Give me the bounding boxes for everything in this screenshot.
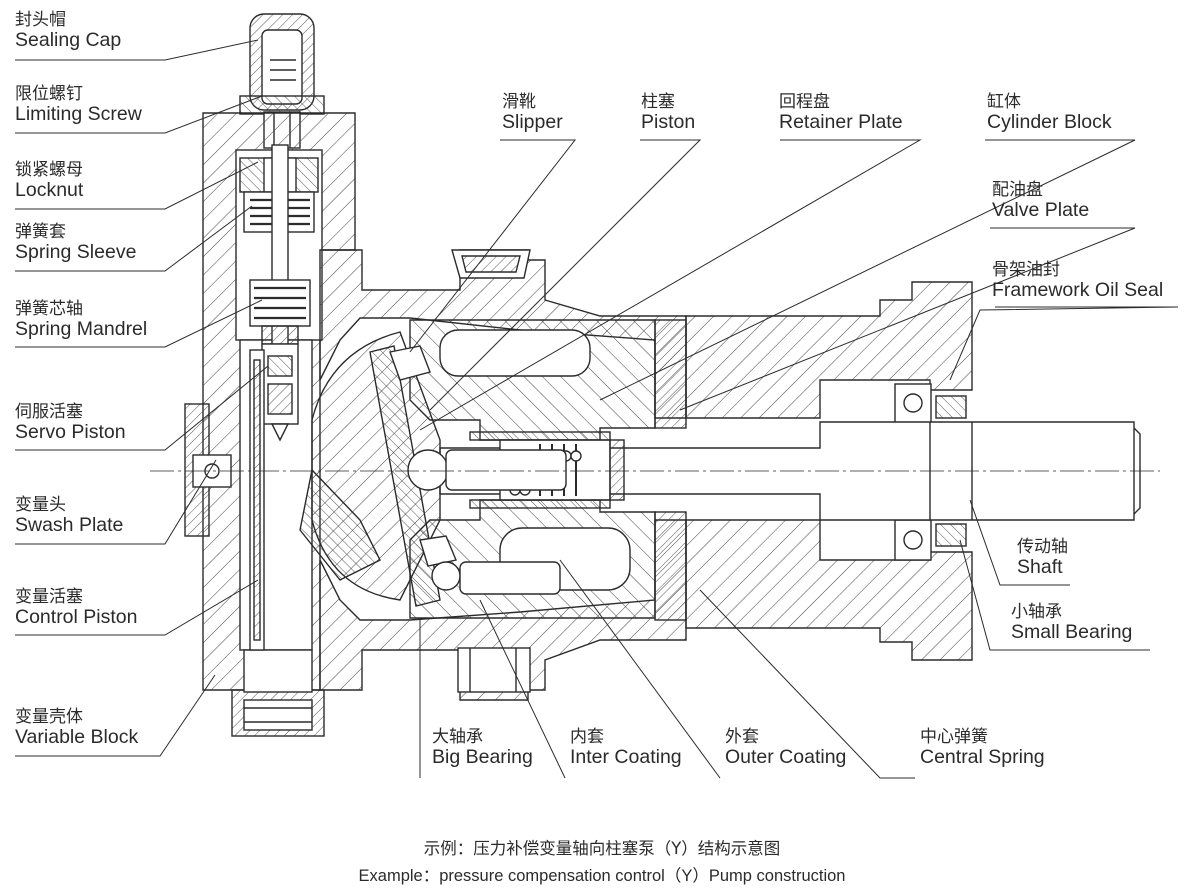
label-cylinder-block-en: Cylinder Block — [987, 111, 1112, 134]
label-servo-piston-en: Servo Piston — [15, 421, 126, 444]
label-control-piston: 变量活塞 Control Piston — [15, 587, 138, 629]
label-piston-en: Piston — [641, 111, 696, 134]
control-piston-part — [249, 349, 265, 651]
label-valve-plate-en: Valve Plate — [992, 199, 1090, 222]
servo-piston-part — [261, 343, 299, 442]
label-inter-coating: 内套 Inter Coating — [570, 727, 682, 769]
label-central-spring-zh: 中心弹簧 — [920, 727, 988, 747]
label-small-bearing: 小轴承 Small Bearing — [1011, 602, 1133, 644]
label-spring-sleeve-zh: 弹簧套 — [15, 222, 66, 242]
label-big-bearing-zh: 大轴承 — [432, 727, 483, 747]
slipper-part — [389, 345, 457, 567]
label-big-bearing: 大轴承 Big Bearing — [432, 727, 533, 769]
label-inter-coating-en: Inter Coating — [570, 746, 682, 769]
left-end-cap — [184, 403, 232, 537]
label-outer-coating-zh: 外套 — [725, 727, 759, 747]
caption-zh: 示例：压力补偿变量轴向柱塞泵（Y）结构示意图 — [423, 839, 781, 858]
inter-coating-part — [469, 431, 611, 509]
label-cylinder-block-zh: 缸体 — [987, 92, 1021, 112]
label-outer-coating: 外套 Outer Coating — [725, 727, 847, 769]
label-outer-coating-en: Outer Coating — [725, 746, 847, 769]
label-sealing-cap: 封头帽 Sealing Cap — [15, 10, 122, 52]
label-small-bearing-en: Small Bearing — [1011, 621, 1133, 644]
label-spring-mandrel-en: Spring Mandrel — [15, 318, 148, 341]
label-variable-block-zh: 变量壳体 — [15, 707, 83, 727]
label-spring-mandrel: 弹簧芯轴 Spring Mandrel — [15, 299, 148, 341]
label-variable-block-en: Variable Block — [15, 726, 139, 749]
label-piston: 柱塞 Piston — [641, 92, 696, 134]
label-sealing-cap-zh: 封头帽 — [15, 10, 66, 30]
label-retainer-plate-zh: 回程盘 — [779, 92, 830, 112]
label-swash-plate-zh: 变量头 — [15, 495, 66, 515]
label-servo-piston-zh: 伺服活塞 — [15, 402, 83, 422]
label-valve-plate: 配油盘 Valve Plate — [992, 180, 1090, 222]
label-limiting-screw-en: Limiting Screw — [15, 103, 142, 126]
label-sealing-cap-en: Sealing Cap — [15, 29, 122, 52]
label-central-spring: 中心弹簧 Central Spring — [920, 727, 1045, 769]
label-slipper-zh: 滑靴 — [502, 92, 536, 112]
label-control-piston-zh: 变量活塞 — [15, 587, 83, 607]
label-valve-plate-zh: 配油盘 — [992, 180, 1043, 200]
label-slipper-en: Slipper — [502, 111, 563, 134]
spring-mandrel-part — [249, 144, 311, 351]
label-control-piston-en: Control Piston — [15, 606, 138, 629]
caption-en: Example：pressure compensation control（Y）… — [358, 867, 846, 885]
piston-part — [407, 449, 567, 595]
label-locknut-zh: 锁紧螺母 — [15, 160, 83, 180]
label-framework-oil-seal-zh: 骨架油封 — [992, 260, 1060, 280]
label-small-bearing-zh: 小轴承 — [1011, 602, 1062, 622]
label-servo-piston: 伺服活塞 Servo Piston — [15, 402, 126, 444]
label-central-spring-en: Central Spring — [920, 746, 1045, 769]
label-retainer-plate-en: Retainer Plate — [779, 111, 903, 134]
label-piston-zh: 柱塞 — [641, 92, 675, 112]
label-spring-mandrel-zh: 弹簧芯轴 — [15, 299, 83, 319]
label-framework-oil-seal-en: Framework Oil Seal — [992, 279, 1164, 302]
label-slipper: 滑靴 Slipper — [502, 92, 563, 134]
label-locknut: 锁紧螺母 Locknut — [15, 160, 84, 202]
label-locknut-en: Locknut — [15, 179, 84, 202]
leader-lines — [15, 39, 1179, 779]
label-spring-sleeve: 弹簧套 Spring Sleeve — [15, 222, 137, 264]
label-limiting-screw: 限位螺钉 Limiting Screw — [15, 84, 142, 126]
label-retainer-plate: 回程盘 Retainer Plate — [779, 92, 903, 134]
label-variable-block: 变量壳体 Variable Block — [15, 707, 139, 749]
label-framework-oil-seal: 骨架油封 Framework Oil Seal — [992, 260, 1164, 302]
label-inter-coating-zh: 内套 — [570, 727, 604, 747]
label-big-bearing-en: Big Bearing — [432, 746, 533, 769]
caption: 示例：压力补偿变量轴向柱塞泵（Y）结构示意图 Example：pressure … — [0, 835, 1204, 886]
label-swash-plate: 变量头 Swash Plate — [15, 495, 124, 537]
label-shaft: 传动轴 Shaft — [1017, 537, 1068, 579]
label-cylinder-block: 缸体 Cylinder Block — [987, 92, 1112, 134]
sealing-cap-part — [249, 13, 315, 111]
label-spring-sleeve-en: Spring Sleeve — [15, 241, 137, 264]
outer-coating-part — [609, 439, 625, 501]
label-swash-plate-en: Swash Plate — [15, 514, 124, 537]
label-shaft-zh: 传动轴 — [1017, 537, 1068, 557]
label-shaft-en: Shaft — [1017, 556, 1063, 579]
label-limiting-screw-zh: 限位螺钉 — [15, 84, 83, 104]
valve-plate-part — [654, 319, 687, 621]
